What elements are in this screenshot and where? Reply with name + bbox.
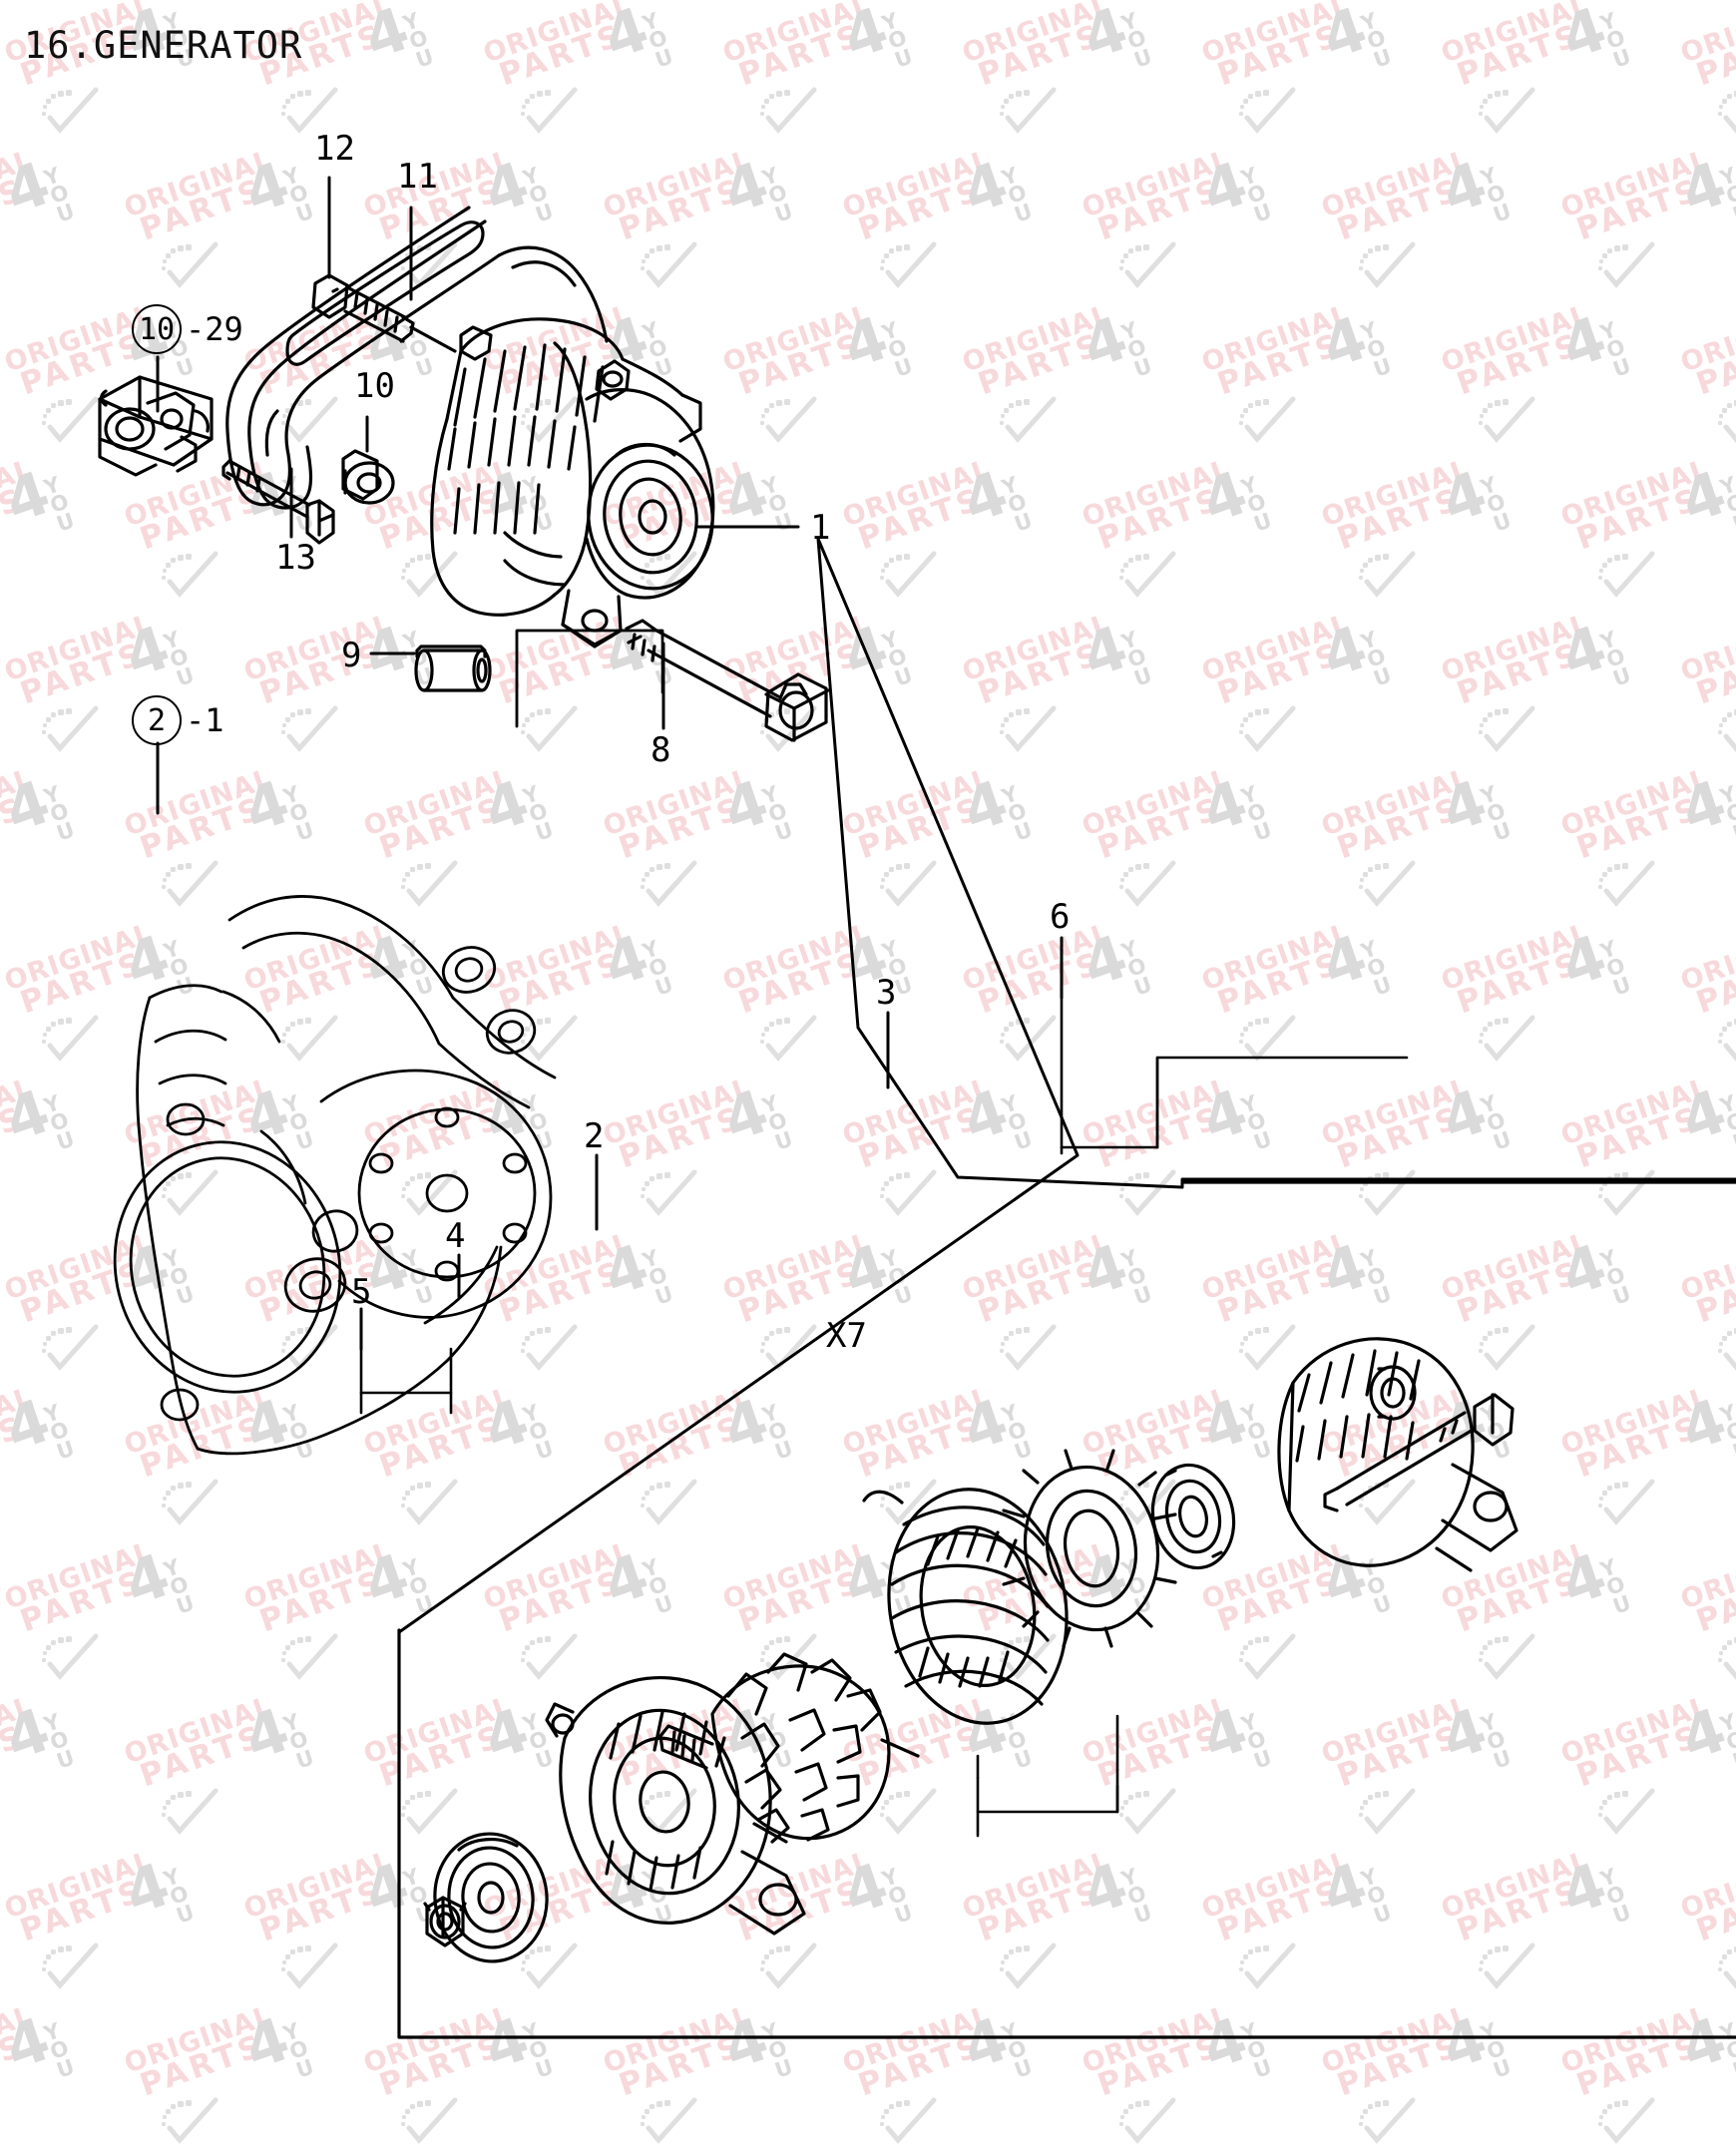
callout-label-10: 10: [354, 366, 395, 406]
grouping-brackets: [359, 1347, 1119, 1838]
callout-suffix-2: -1: [186, 701, 224, 739]
callout-label-12: 12: [314, 129, 355, 169]
callout-label-1: 1: [810, 508, 831, 548]
callout-label-8: 8: [651, 730, 671, 770]
part-13-bolt: [221, 459, 335, 545]
part-10-nut-washer: [341, 449, 395, 505]
callout-label-11: 11: [397, 157, 438, 197]
page-title: 16.GENERATOR: [24, 24, 303, 67]
part-10-29-tensioner-bracket: [98, 375, 214, 477]
callout-label-3: 3: [876, 973, 897, 1013]
callout-label-6: 6: [1050, 897, 1071, 937]
part-2-1-engine-block: [113, 895, 557, 1456]
callout-label-X7: X7: [826, 1316, 867, 1356]
part-rear-cover-assembly: [1277, 1337, 1519, 1572]
callout-suffix-10: -29: [186, 310, 243, 348]
callout-label-2: 2: [584, 1116, 605, 1156]
callout-label-4: 4: [445, 1216, 466, 1256]
callout-circle-10: 10: [132, 304, 182, 354]
part-1-bracket: [515, 629, 664, 728]
callout-label-9: 9: [341, 636, 362, 675]
callout-label-13: 13: [275, 538, 316, 578]
callout-circle-2: 2: [132, 695, 182, 745]
callout-label-5: 5: [351, 1272, 372, 1312]
part-5-pulley-and-nut: [423, 1832, 549, 1963]
